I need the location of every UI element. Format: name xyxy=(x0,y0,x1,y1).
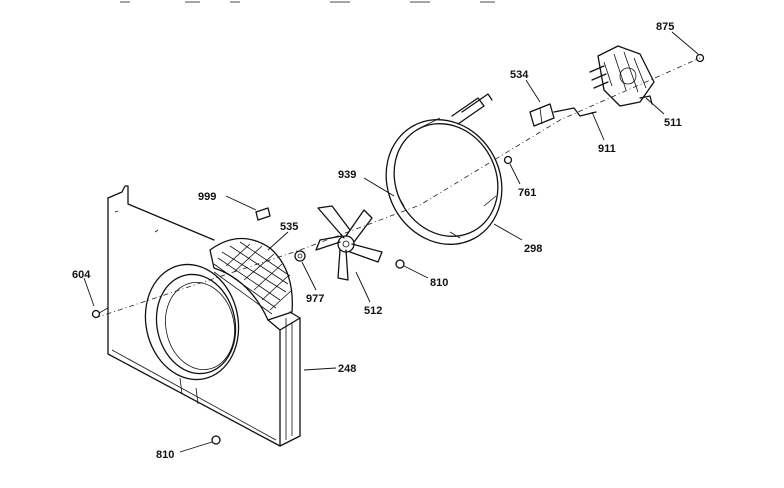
callout-939: 939 xyxy=(338,169,356,181)
callout-535: 535 xyxy=(280,221,298,233)
callout-512: 512 xyxy=(364,305,382,317)
fan-motor xyxy=(589,45,655,107)
fan-blade xyxy=(315,205,383,281)
callout-810-upper: 810 xyxy=(430,277,448,289)
clip-999 xyxy=(255,207,271,221)
assembly-axis-line xyxy=(94,57,701,319)
panel-circular-opening xyxy=(144,263,240,381)
callout-761: 761 xyxy=(518,187,536,199)
ring-heating-element xyxy=(385,93,503,245)
nut-977 xyxy=(294,250,306,262)
callout-534: 534 xyxy=(510,69,529,81)
screw-810-upper xyxy=(395,259,405,269)
leader-lines xyxy=(83,31,699,453)
screw-761 xyxy=(503,155,513,165)
back-panel-housing xyxy=(107,185,301,447)
callout-298: 298 xyxy=(524,243,542,255)
screw-875 xyxy=(695,53,705,63)
callout-875: 875 xyxy=(656,21,674,33)
mesh-screen xyxy=(209,237,293,321)
callout-810-lower: 810 xyxy=(156,449,174,461)
screw-810-lower xyxy=(211,435,221,445)
screw-604 xyxy=(91,307,109,319)
callout-604: 604 xyxy=(72,269,91,281)
callout-511: 511 xyxy=(664,117,682,129)
callout-911: 911 xyxy=(598,143,616,155)
callout-248: 248 xyxy=(338,363,356,375)
bracket-534 xyxy=(529,103,555,127)
callout-977: 977 xyxy=(306,293,324,305)
wire-911 xyxy=(553,107,597,117)
callout-999: 999 xyxy=(198,191,216,203)
